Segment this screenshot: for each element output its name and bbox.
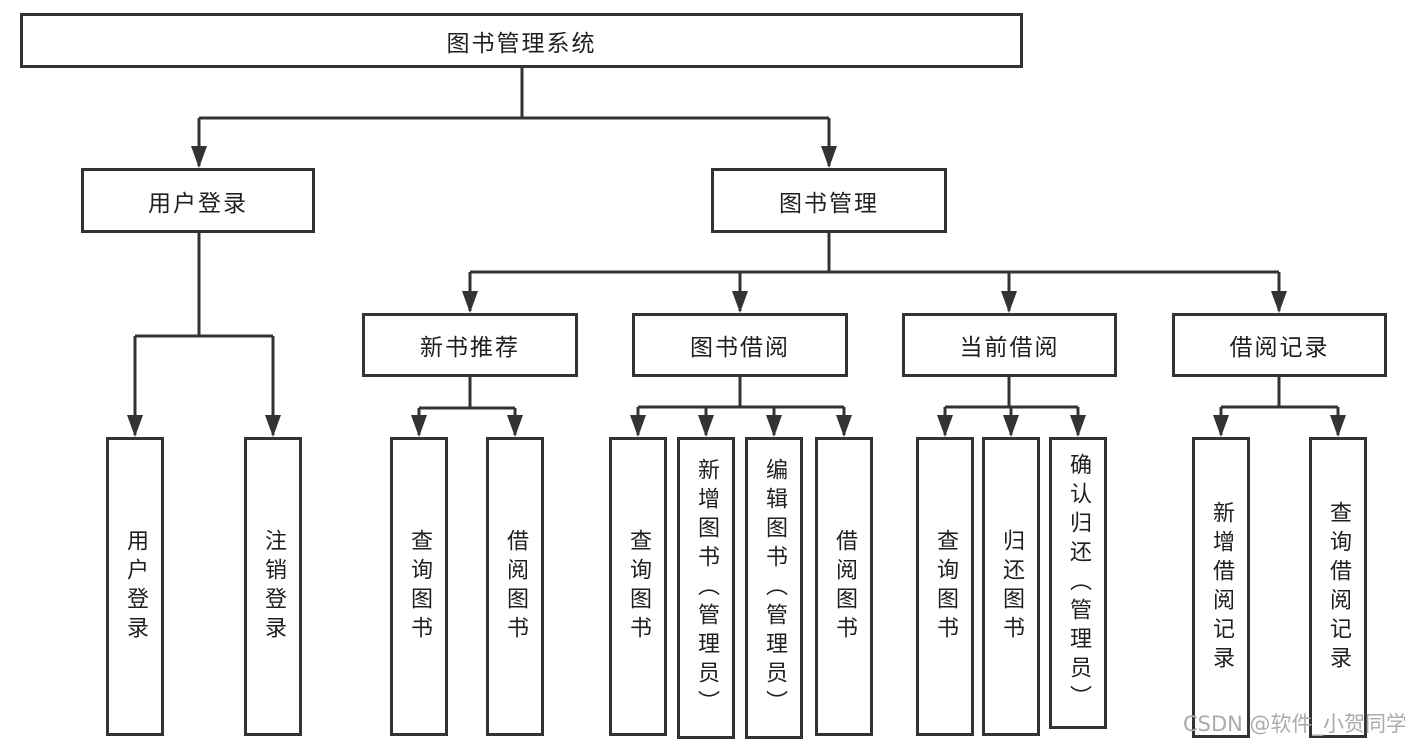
leaf-add-book-admin-label: 新增图书（管理员） [694, 457, 719, 719]
leaf-return-book-label: 归还图书 [999, 528, 1024, 645]
connector-new-book-recommend-to-leaves [411, 377, 523, 437]
leaf-borrow-books-borrow-label: 借阅图书 [832, 528, 857, 645]
leaf-query-borrow-record-label: 查询借阅记录 [1326, 500, 1351, 675]
leaf-logout: 注销登录 [244, 437, 302, 736]
connector-book-borrow-to-leaves [630, 377, 852, 437]
connector-borrow-records-to-leaves [1213, 377, 1346, 437]
node-new-book-recommend: 新书推荐 [362, 313, 578, 377]
leaf-edit-book-admin-label: 编辑图书（管理员） [762, 457, 787, 719]
leaf-user-login-label: 用户登录 [123, 528, 148, 645]
leaf-query-books-borrow: 查询图书 [609, 437, 667, 736]
watermark: CSDN @软件_小贺同学 [1183, 712, 1405, 736]
leaf-confirm-return-admin: 确认归还（管理员） [1049, 437, 1107, 729]
leaf-query-borrow-record: 查询借阅记录 [1309, 437, 1367, 738]
leaf-confirm-return-admin-label: 确认归还（管理员） [1066, 452, 1091, 714]
leaf-add-borrow-record: 新增借阅记录 [1192, 437, 1250, 738]
node-book-management: 图书管理 [711, 168, 947, 233]
node-book-borrow: 图书借阅 [632, 313, 848, 377]
leaf-add-book-admin: 新增图书（管理员） [677, 437, 735, 739]
leaf-query-books-current: 查询图书 [916, 437, 974, 736]
node-current-borrow: 当前借阅 [902, 313, 1117, 377]
node-borrow-records: 借阅记录 [1172, 313, 1387, 377]
leaf-edit-book-admin: 编辑图书（管理员） [745, 437, 803, 739]
node-new-book-recommend-label: 新书推荐 [420, 335, 520, 361]
leaf-borrow-books-recommend: 借阅图书 [486, 437, 544, 736]
connector-book-management-to-level3 [462, 233, 1287, 313]
leaf-query-books-recommend-label: 查询图书 [407, 528, 432, 645]
node-borrow-records-label: 借阅记录 [1229, 335, 1330, 361]
node-user-login-label: 用户登录 [148, 190, 248, 217]
node-user-login: 用户登录 [81, 168, 315, 233]
connector-user-login-to-leaves [127, 233, 281, 437]
leaf-borrow-books-recommend-label: 借阅图书 [503, 528, 528, 645]
leaf-query-books-borrow-label: 查询图书 [626, 528, 651, 645]
node-book-borrow-label: 图书借阅 [690, 335, 790, 361]
leaf-logout-label: 注销登录 [261, 528, 286, 645]
node-root-label: 图书管理系统 [446, 30, 597, 57]
connector-current-borrow-to-leaves [937, 377, 1086, 437]
leaf-borrow-books-borrow: 借阅图书 [815, 437, 873, 736]
leaf-query-books-recommend: 查询图书 [390, 437, 448, 736]
leaf-user-login: 用户登录 [106, 437, 164, 736]
leaf-return-book: 归还图书 [982, 437, 1040, 736]
connector-root-to-level2 [191, 68, 837, 168]
node-root: 图书管理系统 [20, 13, 1023, 68]
leaf-query-books-current-label: 查询图书 [933, 528, 958, 645]
node-book-management-label: 图书管理 [779, 190, 879, 217]
leaf-add-borrow-record-label: 新增借阅记录 [1209, 500, 1234, 675]
node-current-borrow-label: 当前借阅 [959, 335, 1060, 361]
